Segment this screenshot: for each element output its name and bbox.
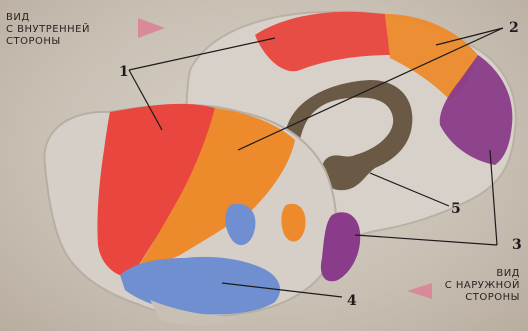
label-5: 5 [451,201,461,217]
label-1: 1 [119,64,129,80]
label-3: 3 [512,237,522,253]
arrow-inner-view [138,18,165,38]
label-4: 4 [347,293,357,309]
arrow-outer-view [407,283,432,299]
lateral-orange-small [281,204,305,242]
label-2: 2 [509,20,519,36]
inner-view-caption: ВИД С ВНУТРЕННЕЙ СТОРОНЫ [6,12,90,48]
outer-view-caption: ВИД С НАРУЖНОЙ СТОРОНЫ [445,268,520,304]
